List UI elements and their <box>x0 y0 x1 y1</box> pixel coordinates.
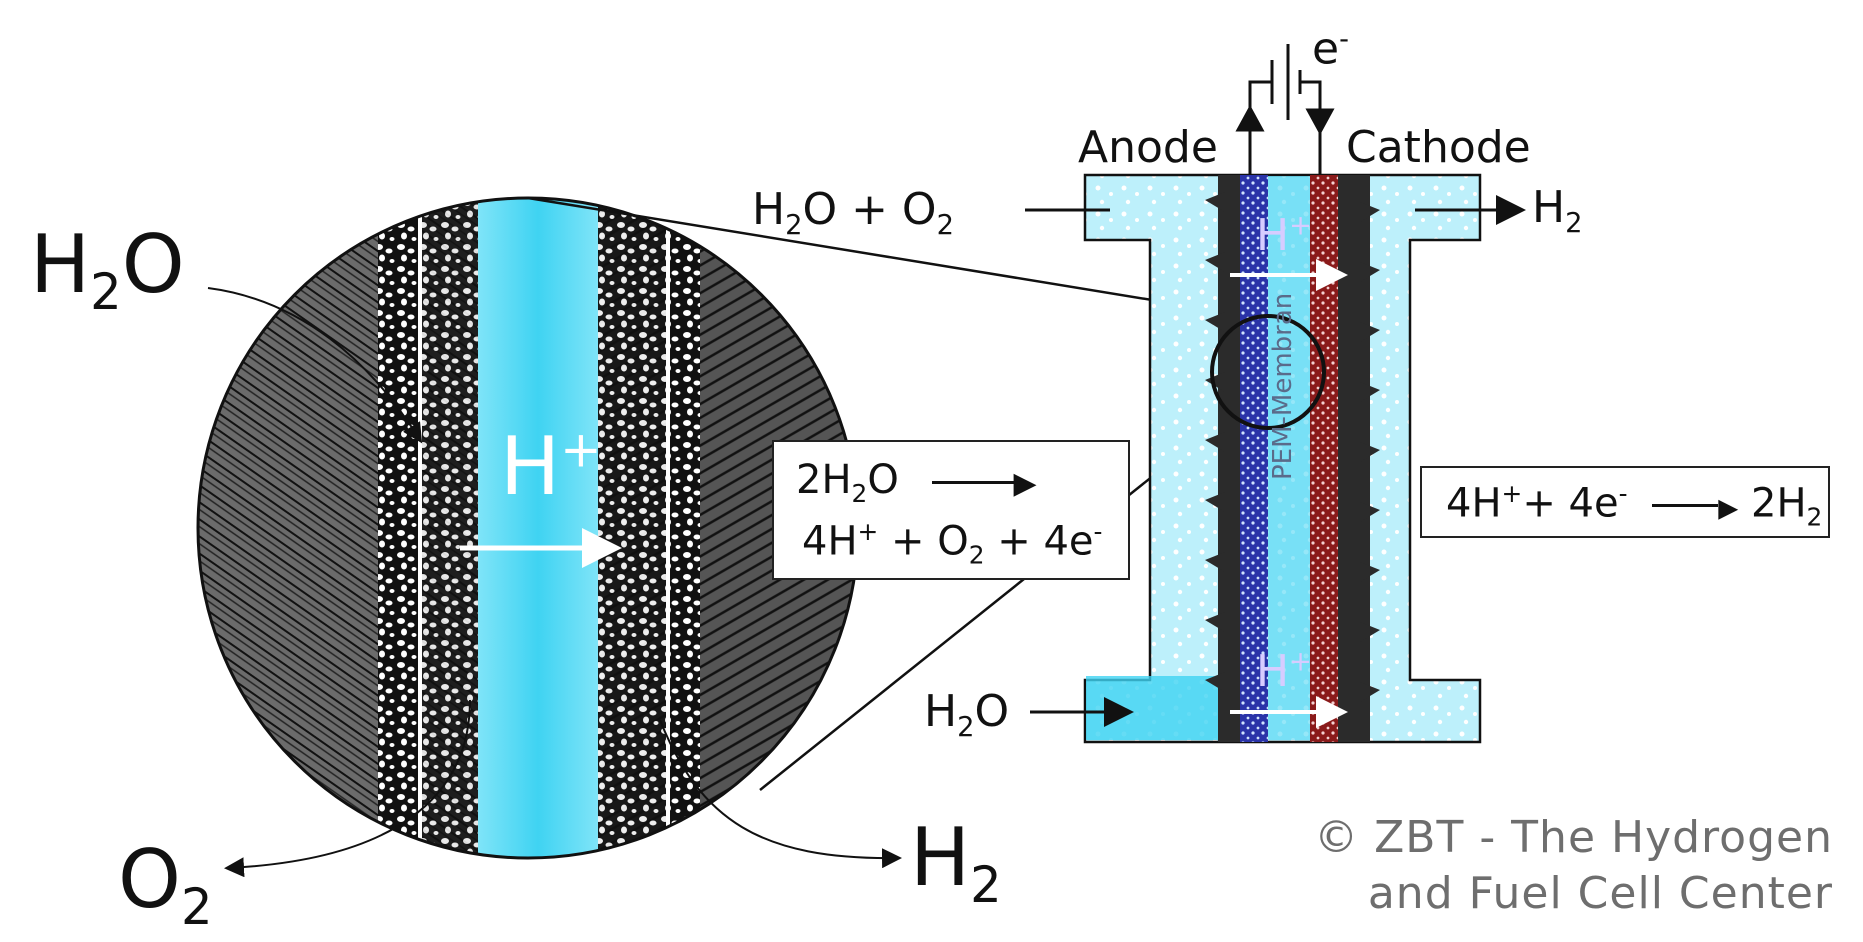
zoom-o2-label: O2 <box>118 833 213 936</box>
anode-reaction-box: 2H2O ▶ 4H+ + O2 + 4e- <box>772 440 1130 580</box>
electron-label: e- <box>1312 23 1349 75</box>
h2-outlet-label: H2 <box>1532 182 1583 239</box>
copyright-line-2: and Fuel Cell Center <box>1367 868 1833 919</box>
electrolyzer-cell <box>1083 173 1482 744</box>
h2o-in-arrow <box>207 287 423 444</box>
zoom-h2o-label: H2O <box>30 218 185 321</box>
membrane-label: PEM-Membran <box>1268 292 1298 480</box>
proton-label-bottom: H+ <box>1256 646 1312 697</box>
cathode-reaction-box: 4H++ 4e- ▶ 2H2 <box>1420 466 1830 538</box>
cathode-reaction: 4H++ 4e- ▶ 2H2 <box>1446 479 1823 532</box>
reaction-arrow-cathode <box>1652 503 1719 507</box>
anode-reaction-line2: 4H+ + O2 + 4e- <box>802 517 1103 570</box>
anode-inlet-label: H2O + O2 <box>752 184 954 241</box>
power-source <box>1235 44 1335 175</box>
o2-out-arrow <box>224 699 471 878</box>
zoom-circle <box>196 196 860 860</box>
proton-label-top: H+ <box>1256 210 1312 261</box>
h2o-inlet-label: H2O <box>924 686 1010 743</box>
zoom-h2-label: H2 <box>910 811 1002 914</box>
cathode-label: Cathode <box>1346 122 1531 173</box>
copyright-notice: © ZBT - The Hydrogen and Fuel Cell Cente… <box>1314 810 1833 922</box>
h2-out-arrow <box>659 719 902 869</box>
proton-label-zoom: H+ <box>500 420 602 513</box>
zoom-connector-top <box>527 196 1263 320</box>
reaction-arrow-anode <box>931 480 1014 484</box>
anode-reaction-line1: 2H2O ▶ <box>796 457 1037 508</box>
anode-label: Anode <box>1078 122 1218 173</box>
copyright-line-1: © ZBT - The Hydrogen <box>1314 812 1833 863</box>
